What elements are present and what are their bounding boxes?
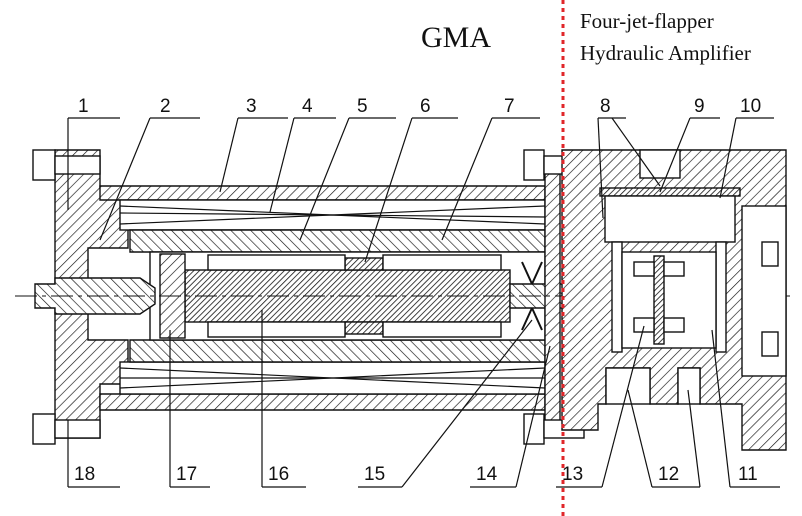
outlet-port-right bbox=[677, 367, 701, 405]
chamber-block-right-bottom bbox=[382, 321, 502, 338]
nozzle-lower-left bbox=[633, 317, 655, 333]
label-18: 18 bbox=[74, 464, 95, 485]
label-4: 4 bbox=[302, 96, 313, 117]
gma-section bbox=[15, 149, 790, 445]
part-labels-bottom: 18 17 16 15 14 13 12 11 bbox=[74, 464, 758, 485]
part-labels-top: 1 2 3 4 5 6 7 8 9 10 bbox=[78, 96, 761, 117]
inner-sleeve-bottom bbox=[129, 339, 546, 363]
label-15: 15 bbox=[364, 464, 385, 485]
label-8: 8 bbox=[600, 96, 611, 117]
chamber-block-left-bottom bbox=[207, 321, 346, 338]
gma-right-plate bbox=[544, 159, 561, 431]
magnet-ring-bottom bbox=[344, 321, 384, 335]
coil-winding-lines-top bbox=[119, 205, 546, 225]
coil-winding-lines-bottom bbox=[119, 367, 546, 389]
channel-left bbox=[611, 241, 623, 353]
amplifier-section bbox=[561, 149, 787, 451]
gma-title: GMA bbox=[421, 21, 491, 54]
label-9: 9 bbox=[694, 96, 705, 117]
magnet-ring-top bbox=[344, 257, 384, 271]
label-1: 1 bbox=[78, 96, 89, 117]
label-13: 13 bbox=[562, 464, 583, 485]
bolt-top-mid-head bbox=[523, 149, 545, 181]
label-17: 17 bbox=[176, 464, 197, 485]
amplifier-title-line2: Hydraulic Amplifier bbox=[580, 41, 751, 65]
bolt-bottom-left-shank bbox=[54, 419, 101, 439]
inner-sleeve-top bbox=[129, 229, 546, 253]
nozzle-lower-right bbox=[663, 317, 685, 333]
label-7: 7 bbox=[504, 96, 515, 117]
top-cover bbox=[639, 149, 681, 179]
amplifier-title-line1: Four-jet-flapper bbox=[580, 9, 714, 33]
label-11: 11 bbox=[738, 464, 758, 485]
label-10: 10 bbox=[740, 96, 761, 117]
bolt-top-left-shank bbox=[54, 155, 101, 175]
label-16: 16 bbox=[268, 464, 289, 485]
label-2: 2 bbox=[160, 96, 171, 117]
label-5: 5 bbox=[357, 96, 368, 117]
channel-right bbox=[715, 241, 727, 353]
chamber-block-left-top bbox=[207, 254, 346, 271]
nozzle-upper-left bbox=[633, 261, 655, 277]
inner-cavity bbox=[604, 195, 736, 243]
outer-shell-top bbox=[99, 185, 546, 201]
port-upper bbox=[761, 241, 779, 267]
outer-shell-bottom bbox=[99, 393, 546, 411]
flapper bbox=[653, 255, 665, 345]
label-3: 3 bbox=[246, 96, 257, 117]
bolt-top-left-head bbox=[32, 149, 56, 181]
bolt-bottom-left-head bbox=[32, 413, 56, 445]
label-12: 12 bbox=[658, 464, 679, 485]
port-lower bbox=[761, 331, 779, 357]
leader-lines bbox=[67, 117, 780, 488]
label-14: 14 bbox=[476, 464, 498, 485]
chamber-block-right-top bbox=[382, 254, 502, 271]
nozzle-plate bbox=[599, 187, 741, 197]
nozzle-upper-right bbox=[663, 261, 685, 277]
label-6: 6 bbox=[420, 96, 431, 117]
